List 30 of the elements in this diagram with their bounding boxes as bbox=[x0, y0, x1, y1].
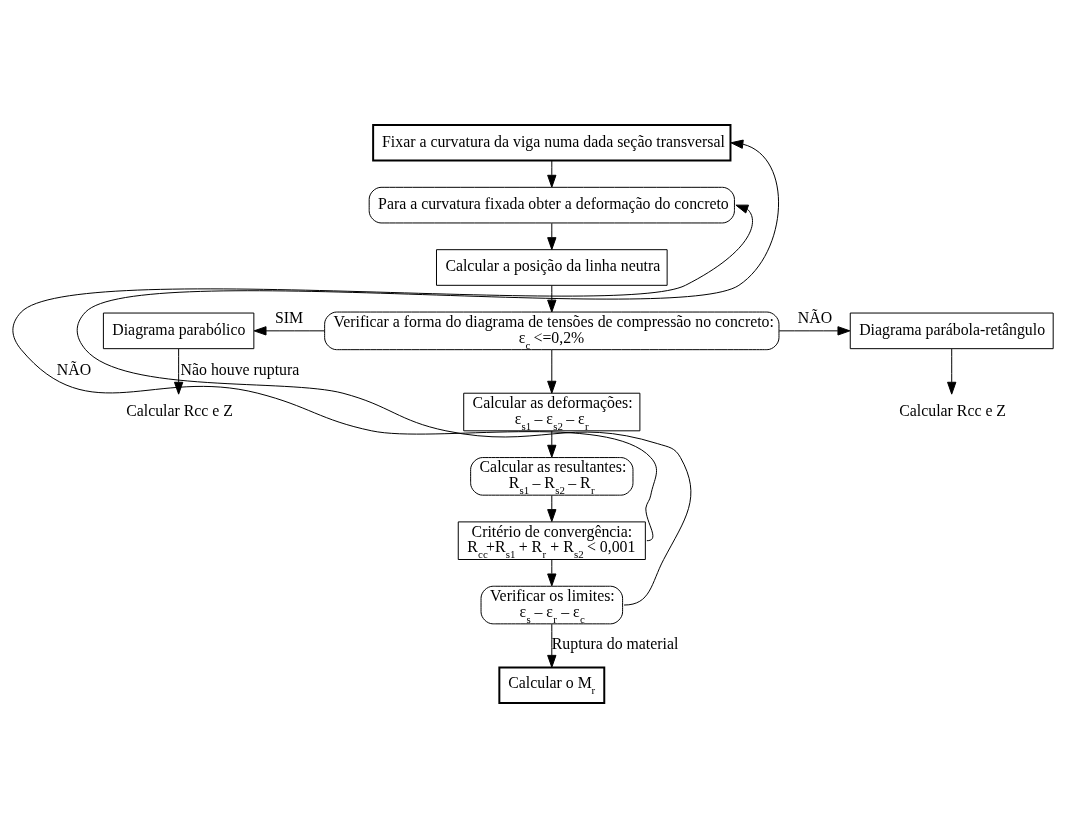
node-box: Fixar a curvatura da viga numa dada seção transversal bbox=[372, 123, 732, 162]
arrow bbox=[947, 348, 957, 395]
node-box: Calcular o M$_{r}$ bbox=[498, 666, 606, 705]
arrow bbox=[173, 348, 184, 395]
arrow bbox=[547, 559, 557, 587]
node-text: Calcular Rcc e Z bbox=[899, 401, 1007, 419]
node-box: Calcular as deformações: ε$_{s1}$ – ε$_{s2}$ – ε$_{r}$ bbox=[463, 392, 641, 432]
arrow bbox=[547, 222, 557, 251]
node-box: Para a curvatura fixada obter a deformação do concreto bbox=[368, 186, 735, 224]
edge-label: NÃO bbox=[797, 308, 833, 326]
node-box: Diagrama parábola-retângulo bbox=[849, 312, 1054, 350]
arrow bbox=[547, 494, 557, 522]
node-box: Verificar a forma do diagrama de tensões de compressão no concreto: ε$_{c}$ <=0,2% bbox=[324, 311, 780, 351]
edge-label: NÃO bbox=[56, 361, 92, 379]
arrow bbox=[547, 623, 557, 668]
edge-label: SIM bbox=[274, 308, 304, 326]
node-box: Diagrama parabólico bbox=[102, 312, 255, 350]
arrow bbox=[547, 160, 557, 188]
arrow bbox=[253, 326, 325, 336]
arrow bbox=[547, 349, 557, 394]
arrow bbox=[778, 326, 851, 336]
node-box: Calcular as resultantes: R$_{s1}$ – R$_{s2}$ – R$_{r}$ bbox=[470, 457, 634, 496]
arrow bbox=[12, 204, 753, 542]
edge-label: Ruptura do material bbox=[551, 635, 679, 653]
edge-label: Não houve ruptura bbox=[180, 361, 300, 379]
arrow bbox=[76, 139, 779, 606]
node-box: Verificar os limites: ε$_{s}$ – ε$_{r}$ – ε$_{c}$ bbox=[480, 585, 624, 625]
node-text: Calcular Rcc e Z bbox=[126, 401, 233, 419]
node-box: Calcular a posição da linha neutra bbox=[436, 249, 668, 286]
node-box: Critério de convergência: R$_{cc}$+R$_{s1}$ + R$_{r}$ + R$_{s2}$ < 0,001 bbox=[457, 521, 646, 560]
